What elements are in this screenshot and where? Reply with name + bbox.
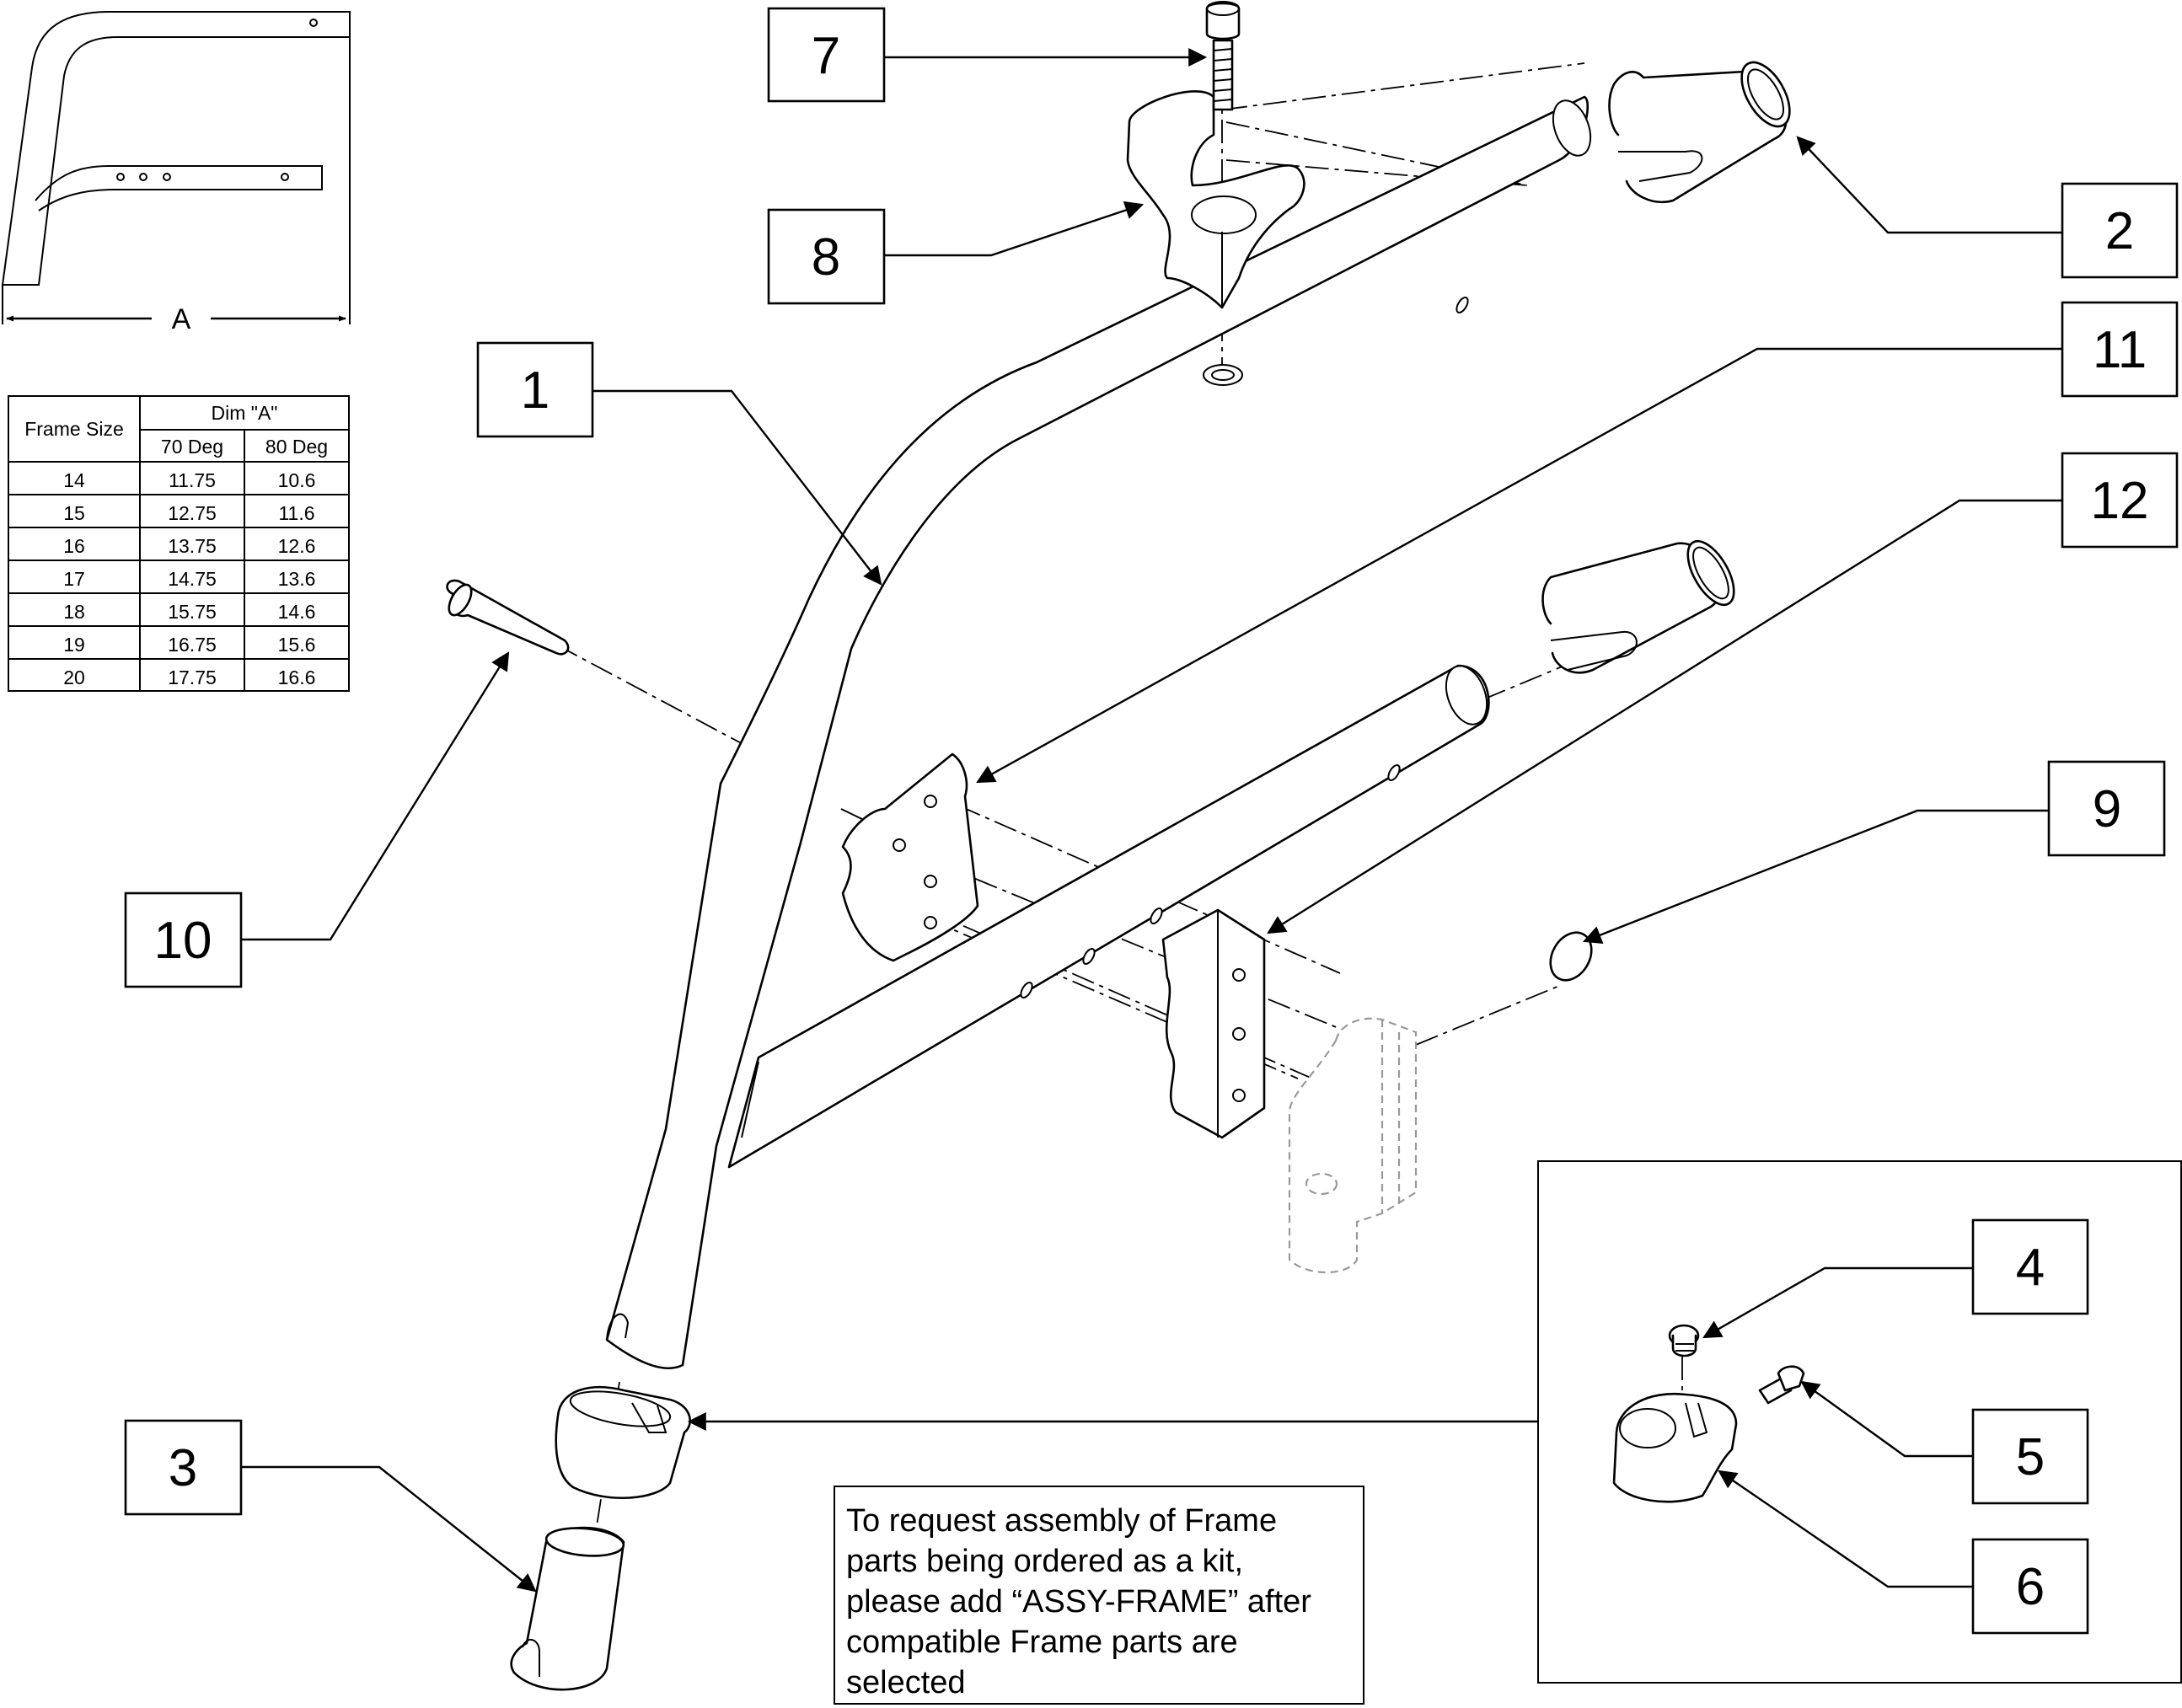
table-cell: 16.6: [278, 667, 316, 688]
table-cell: 10.6: [278, 469, 316, 491]
part-1-frame-tube: [605, 95, 1590, 1370]
clamp-block-lower: [1161, 908, 1266, 1139]
part-3-insert: [510, 1526, 625, 1691]
caster-housing: [555, 1385, 692, 1500]
table-cell: 16: [63, 535, 85, 557]
table-cell: 14: [63, 469, 85, 491]
table-cell: 13.75: [168, 535, 217, 557]
table-cell: 14.75: [168, 568, 217, 590]
note-line-3: please add “ASSY-FRAME” after: [846, 1584, 1311, 1620]
table-cell: 15.75: [168, 601, 217, 623]
callout-3: 3: [124, 1419, 243, 1516]
part-2-insert-bushing: [1608, 61, 1791, 203]
callout-5: 5: [1971, 1408, 2089, 1505]
table-body: 14 11.75 10.6 15 12.75 11.6 16 13.75 12.6 17 14.75…: [63, 469, 315, 688]
leader-lines: [241, 48, 2062, 1593]
note-line-1: To request assembly of Frame: [846, 1503, 1277, 1539]
callout-4: 4: [1971, 1218, 2089, 1315]
table-cell: 14.6: [278, 601, 316, 623]
callout-6: 6: [1971, 1538, 2089, 1635]
table-cell: 11.75: [169, 469, 216, 491]
svg-text:11: 11: [2093, 321, 2147, 379]
table-cell: 12.75: [168, 502, 217, 524]
callout-12: 12: [2061, 452, 2179, 549]
part-6-housing: [1612, 1392, 1738, 1503]
table-cell: 16.75: [168, 634, 217, 656]
svg-text:10: 10: [154, 912, 212, 970]
table-subheader-80: 80 Deg: [265, 436, 328, 458]
callout-8: 8: [767, 208, 886, 305]
part-11-clamp-block: [841, 752, 979, 962]
svg-text:12: 12: [2091, 472, 2149, 530]
note-line-5: selected: [846, 1665, 966, 1700]
svg-text:2: 2: [2105, 202, 2134, 260]
table-cell: 15.6: [278, 634, 316, 656]
svg-text:7: 7: [812, 27, 840, 85]
table-cell: 17.75: [168, 667, 217, 688]
svg-text:8: 8: [812, 228, 840, 286]
phantom-caster-housing: [1288, 1017, 1418, 1273]
svg-text:3: 3: [169, 1439, 197, 1497]
part-9-end-cap: [1549, 931, 1593, 982]
table-cell: 15: [63, 502, 85, 524]
assembly-note: To request assembly of Frame parts being…: [834, 1486, 1364, 1705]
frame-top-opening: [1020, 99, 1592, 999]
callout-11: 11: [2061, 301, 2179, 398]
table-cell: 11.6: [278, 502, 314, 524]
part-4-plug: [1668, 1324, 1700, 1357]
table-header-frame-size: Frame Size: [24, 418, 124, 440]
svg-text:4: 4: [2016, 1239, 2045, 1297]
table-cell: 12.6: [278, 535, 316, 557]
dimension-label-a: A: [172, 303, 191, 335]
svg-text:5: 5: [2016, 1428, 2045, 1486]
part-10-pin: [446, 579, 570, 656]
table-cell: 13.6: [278, 568, 316, 590]
part-8-clamp: [1126, 90, 1305, 309]
table-cell: 17: [63, 568, 85, 590]
table-cell: 20: [63, 667, 85, 688]
table-header-dim-a: Dim "A": [212, 402, 278, 424]
table-subheader-70: 70 Deg: [161, 436, 223, 458]
callout-1: 1: [476, 341, 594, 438]
callout-2: 2: [2061, 182, 2179, 279]
note-line-2: parts being ordered as a kit,: [846, 1544, 1243, 1579]
note-line-4: compatible Frame parts are: [846, 1625, 1238, 1660]
svg-text:6: 6: [2016, 1558, 2045, 1616]
dimension-table: Frame Size Dim "A" 70 Deg 80 Deg 14 11.75…: [8, 395, 350, 692]
callout-10: 10: [124, 891, 243, 988]
table-cell: 19: [63, 634, 85, 656]
frame-side-view: A: [1, 11, 351, 335]
callout-7: 7: [767, 7, 886, 103]
svg-text:1: 1: [521, 361, 550, 420]
table-cell: 18: [63, 601, 85, 623]
part-5-screw: [1758, 1365, 1805, 1405]
part-7-bolt: [1205, 1, 1241, 111]
callout-9: 9: [2047, 760, 2166, 857]
svg-text:9: 9: [2093, 780, 2121, 838]
part-12-insert-bushing: [1541, 539, 1735, 674]
